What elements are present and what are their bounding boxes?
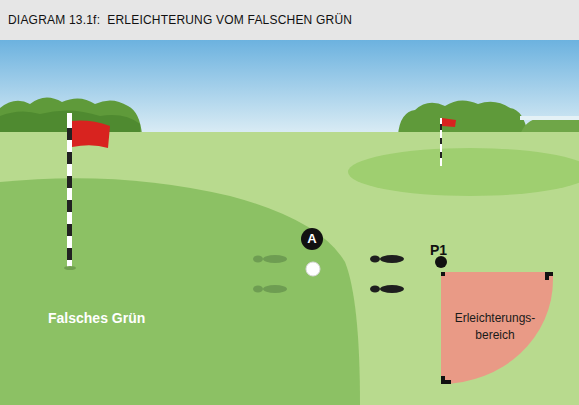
haze [520, 116, 579, 120]
node-text: Erleichterungs- bereich [445, 310, 545, 344]
flagstick-stripe [440, 138, 442, 144]
flagstick-stripe [67, 224, 72, 236]
wrong-green [0, 178, 360, 405]
flagstick-stripe [67, 152, 72, 164]
sky [0, 40, 579, 135]
flagstick [440, 118, 442, 166]
flagstick-stripe [67, 248, 72, 260]
flagstick-stripe [67, 176, 72, 188]
diagram-title: DIAGRAM 13.1f: ERLEICHTERUNG VOM FALSCHE… [8, 13, 352, 27]
flagstick-stripe [67, 128, 72, 140]
relief-shape [441, 272, 553, 384]
putting-green [348, 148, 579, 196]
point-label: P1 [430, 242, 447, 258]
tee-marker [545, 272, 553, 280]
golf-ball [306, 262, 320, 276]
flagstick-stripe [67, 200, 72, 212]
footprints [370, 255, 404, 293]
tree-line [398, 100, 528, 135]
hole [64, 266, 76, 270]
position-marker: A [301, 228, 323, 250]
marker-circle [301, 228, 323, 250]
flag [442, 118, 456, 127]
flagstick-stripe [440, 152, 442, 158]
tee-marker [441, 376, 451, 384]
node-text: A [301, 228, 323, 250]
flag [72, 121, 110, 148]
footprints [253, 255, 287, 293]
area-label: Falsches Grün [48, 310, 145, 326]
tee-marker [441, 272, 445, 276]
flagstick-stripe [440, 124, 442, 130]
header-band [0, 0, 579, 40]
flagstick [67, 113, 72, 269]
relief-area: Erleichterungs- bereich [441, 272, 553, 384]
